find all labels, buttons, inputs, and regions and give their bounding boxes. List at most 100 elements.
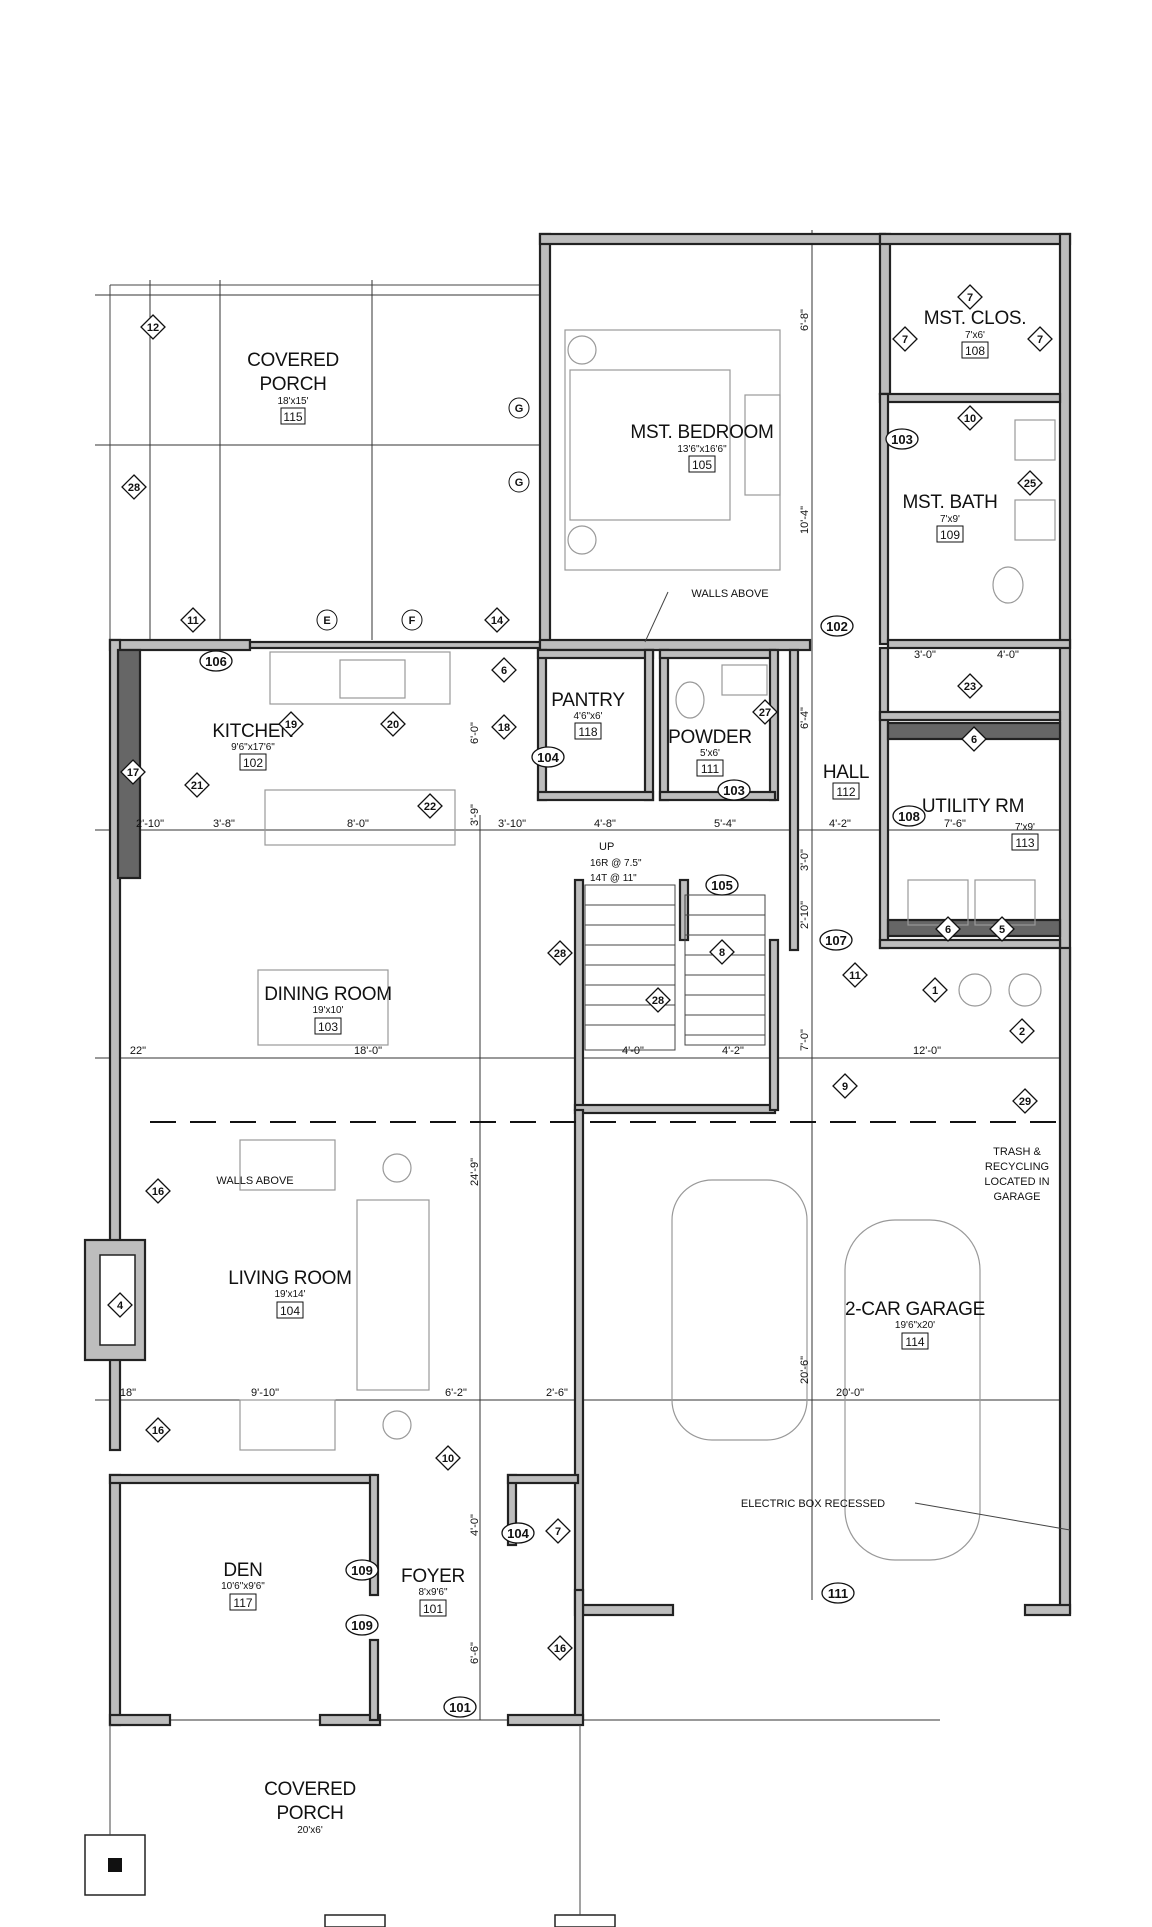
room-name: KITCHEN: [212, 721, 293, 742]
door-tag: 104: [531, 746, 565, 768]
keynote-label: 10: [442, 1453, 454, 1465]
room-utility: UTILITY RM 7'x9' 113: [922, 796, 1039, 851]
notes: WALLS ABOVE WALLS ABOVE UP 16R @ 7.5" 14…: [216, 588, 1071, 1531]
keynote-tag: 8: [709, 939, 735, 965]
room-garage: 2-CAR GARAGE 19'6"x20' 114: [845, 1299, 985, 1350]
dim-label: 4'-0": [469, 1514, 481, 1536]
grid-tags: G G E F: [316, 397, 530, 631]
room-name: FOYER: [401, 1566, 465, 1587]
keynote-label: 28: [128, 482, 140, 494]
keynote-tag: 16: [145, 1417, 171, 1443]
room-number: 105: [692, 458, 712, 472]
room-number: 109: [940, 528, 960, 542]
keynote-tag: 29: [1012, 1088, 1038, 1114]
keynote-tag: 7: [892, 326, 918, 352]
dim-label: 7'-0": [799, 1029, 811, 1051]
keynote-label: 10: [964, 413, 976, 425]
keynote-label: 6: [501, 665, 507, 677]
room-living: LIVING ROOM 19'x14' 104: [228, 1268, 352, 1319]
keynote-tag: 12: [140, 314, 166, 340]
keynote-label: 11: [849, 970, 861, 982]
keynote-label: 6: [945, 924, 951, 936]
keynote-label: 23: [964, 681, 976, 693]
room-number: 111: [701, 762, 720, 776]
grid-tag: F: [401, 609, 423, 631]
dim-label: 6'-2": [445, 1387, 467, 1399]
door-tag: 103: [717, 779, 751, 801]
dim-label: 24'-9": [469, 1158, 481, 1186]
keynote-label: 7: [1037, 334, 1043, 346]
grid-tag: G: [508, 471, 530, 493]
walls: [83, 232, 1072, 1727]
svg-text:102: 102: [826, 619, 848, 634]
room-name: LIVING ROOM: [228, 1268, 351, 1289]
keynote-tag: 11: [180, 607, 206, 633]
room-name: POWDER: [668, 727, 752, 748]
keynote-label: 12: [147, 322, 159, 334]
dim-label: 18'-0": [354, 1045, 382, 1057]
keynote-label: 7: [902, 334, 908, 346]
door-tag: 106: [199, 650, 233, 672]
keynote-tag: 19: [278, 711, 304, 737]
dim-label: 6'-4": [799, 707, 811, 729]
keynote-tag: 20: [380, 711, 406, 737]
door-tag: 108: [892, 805, 926, 827]
dim-label: 20'-6": [799, 1356, 811, 1384]
walls-above-note: WALLS ABOVE: [216, 1175, 293, 1187]
keynote-label: 18: [498, 722, 510, 734]
keynote-label: 5: [999, 924, 1005, 936]
keynote-label: 8: [719, 947, 725, 959]
door-tag: 109: [345, 1614, 379, 1636]
svg-text:G: G: [515, 403, 524, 415]
keynote-label: 16: [152, 1186, 164, 1198]
room-size: 7'x9': [1015, 822, 1035, 833]
room-size: 7'x6': [965, 330, 985, 341]
keynote-tag: 4: [107, 1292, 133, 1318]
dimension-texts: 6'-8" 10'-4" 3'-0" 4'-0" 6'-0" 6'-4" 3'-…: [120, 309, 1019, 1664]
stairs: [584, 884, 766, 1051]
front-porch-columns: [84, 1725, 616, 1927]
keynote-label: 28: [554, 948, 566, 960]
room-size: 9'6"x17'6": [231, 742, 275, 753]
room-mst-bedroom: MST. BEDROOM 13'6"x16'6" 105: [630, 422, 774, 473]
svg-text:103: 103: [723, 783, 745, 798]
dim-label: 9'-10": [251, 1387, 279, 1399]
door-tags: 106 104 103 102 108 105 107 103 104 109 …: [199, 428, 926, 1718]
room-mst-clos: MST. CLOS. 7'x6' 108: [924, 308, 1027, 359]
dim-label: 10'-4": [799, 506, 811, 534]
room-covered-porch-front: COVERED PORCH 20'x6': [264, 1779, 356, 1836]
keynote-label: 4: [117, 1300, 124, 1312]
svg-text:101: 101: [449, 1700, 471, 1715]
room-powder: POWDER 5'x6' 111: [668, 727, 752, 777]
room-number: 114: [905, 1335, 924, 1349]
keynote-tag: 2: [1009, 1018, 1035, 1044]
room-size: 20'x6': [297, 1825, 323, 1836]
dim-label: 2'-10": [136, 818, 164, 830]
electric-box-note: ELECTRIC BOX RECESSED: [741, 1498, 885, 1510]
walls-above-note: WALLS ABOVE: [691, 588, 768, 600]
door-tag: 111: [821, 1582, 855, 1604]
keynote-label: 20: [387, 719, 399, 731]
keynote-tag: 27: [752, 699, 778, 725]
svg-text:104: 104: [507, 1526, 529, 1541]
keynote-tag: 28: [645, 987, 671, 1013]
keynote-tag: 6: [961, 726, 987, 752]
room-number: 117: [233, 1596, 252, 1610]
room-foyer: FOYER 8'x9'6" 101: [401, 1566, 465, 1617]
door-tag: 104: [501, 1522, 535, 1544]
dim-label: 3'-0": [799, 849, 811, 871]
keynote-tag: 9: [832, 1073, 858, 1099]
room-number: 104: [280, 1304, 300, 1318]
trash-note: TRASH &: [993, 1146, 1041, 1158]
door-tag: 103: [885, 428, 919, 450]
room-hall: HALL 112: [823, 762, 869, 800]
keynote-tag: 16: [145, 1178, 171, 1204]
room-name: HALL: [823, 762, 869, 783]
keynote-label: 7: [555, 1526, 561, 1538]
room-size: 19'6"x20': [895, 1320, 935, 1331]
dim-label: 2'-10": [799, 901, 811, 929]
stair-note: 14T @ 11": [590, 873, 637, 884]
grid-tag: G: [508, 397, 530, 419]
keynote-tag: 6: [935, 916, 961, 942]
room-size: 13'6"x16'6": [677, 444, 727, 455]
